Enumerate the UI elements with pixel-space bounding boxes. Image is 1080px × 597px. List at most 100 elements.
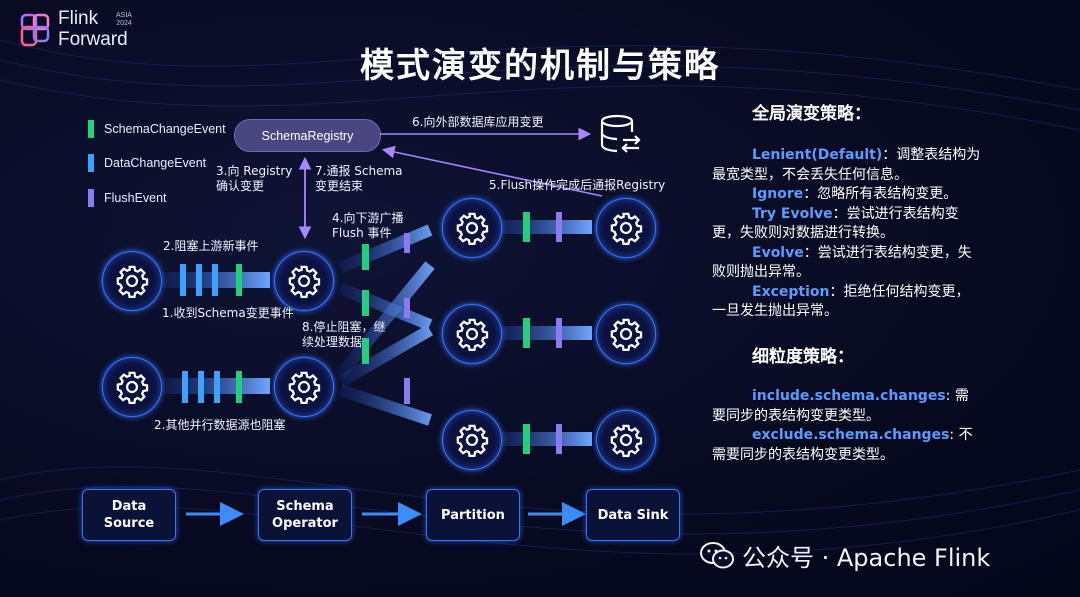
flush-event-bar <box>404 298 410 318</box>
data-event-bar <box>182 371 188 403</box>
sink-node-2 <box>596 304 656 364</box>
strategy-keyword: Lenient(Default) <box>752 147 883 163</box>
strategy-description: ：调整表结构为最宽类型，不会丢失任何信息。 <box>712 147 981 183</box>
strategy-keyword: Ignore <box>752 186 804 202</box>
strategy-description: ：尝试进行表结构变更，失败则对数据进行转换。 <box>712 205 959 242</box>
schema-event-bar <box>236 264 242 296</box>
legend-schema-change-event: SchemaChangeEvent <box>88 120 226 138</box>
gear-icon <box>456 212 489 245</box>
watermark-text: 公众号 · Apache Flink <box>742 544 991 572</box>
strategy-keyword: include.schema.changes <box>752 388 946 404</box>
step-note-2b: 2.其他并行数据源也阻塞 <box>154 418 286 432</box>
sink-node-1 <box>596 198 656 258</box>
flush-event-bar <box>556 318 562 348</box>
logo-line-1: Flink <box>58 8 99 29</box>
schema-event-bar <box>362 338 369 364</box>
schema-event-bar <box>362 244 369 270</box>
strategy-keyword: exclude.schema.changes <box>752 427 950 443</box>
flow-data-source: Data Source <box>82 489 176 541</box>
step-note-3: 3.向 Registry 确认变更 <box>216 164 293 193</box>
source-node-2 <box>102 357 162 417</box>
logo-badge-asia: ASIA <box>116 12 132 19</box>
source-node-1 <box>102 251 162 311</box>
step-note-8: 8.停止阻塞，继 续处理数据 <box>302 320 386 349</box>
gear-icon <box>610 318 643 351</box>
strategy-description: ：尝试进行表结构变更，失败则抛出异常。 <box>712 244 972 281</box>
fine-grained-strategy-title: 细粒度策略： <box>752 347 854 367</box>
legend-swatch-blue <box>88 154 94 172</box>
data-event-bar <box>212 264 218 296</box>
gear-icon <box>116 371 149 404</box>
flush-event-bar <box>556 424 562 454</box>
strategy-keyword: Evolve <box>752 244 804 261</box>
global-strategy-list: Lenient(Default)：调整表结构为最宽类型，不会丢失任何信息。 Ig… <box>712 146 982 322</box>
flink-forward-logo <box>20 13 50 47</box>
strategy-try-evolve: Try Evolve：尝试进行表结构变更，失败则对数据进行转换。 <box>712 205 982 244</box>
legend-swatch-purple <box>88 189 94 207</box>
data-event-bar <box>180 264 186 296</box>
strategy-keyword: Exception <box>752 283 830 300</box>
legend-label: SchemaChangeEvent <box>104 122 226 136</box>
legend-label: DataChangeEvent <box>104 156 207 170</box>
global-strategy-title: 全局演变策略： <box>752 104 871 124</box>
gear-icon <box>288 265 321 298</box>
fine-grained-strategy-list: include.schema.changes: 需要同步的表结构变更类型。 ex… <box>712 387 982 465</box>
flow-partition: Partition <box>426 489 520 541</box>
schema-event-bar <box>523 424 530 454</box>
strategy-include: include.schema.changes: 需要同步的表结构变更类型。 <box>712 387 982 426</box>
data-event-bar <box>198 371 204 403</box>
logo-wordmark: Flink Forward <box>58 8 128 50</box>
step-note-6: 6.向外部数据库应用变更 <box>412 115 544 129</box>
schema-registry-node: SchemaRegistry <box>234 119 381 152</box>
gear-icon <box>456 318 489 351</box>
strategy-exclude: exclude.schema.changes: 不需要同步的表结构变更类型。 <box>712 426 982 465</box>
sink-node-3 <box>596 410 656 470</box>
partition-node-3 <box>442 410 502 470</box>
legend-flush-event: FlushEvent <box>88 189 167 207</box>
strategy-description: ：忽略所有表结构变更。 <box>803 186 958 202</box>
strategy-exception: Exception：拒绝任何结构变更，一旦发生抛出异常。 <box>712 283 982 322</box>
logo-line-2: Forward <box>58 29 128 50</box>
database-icon <box>600 114 641 153</box>
data-event-bar <box>214 371 220 403</box>
partition-node-1 <box>442 198 502 258</box>
step-note-2a: 2.阻塞上游新事件 <box>163 239 259 253</box>
step-note-7: 7.通报 Schema 变更结束 <box>315 164 403 193</box>
wechat-icon <box>700 541 734 568</box>
strategy-lenient: Lenient(Default)：调整表结构为最宽类型，不会丢失任何信息。 <box>712 146 982 185</box>
gear-icon <box>610 424 643 457</box>
flow-data-sink: Data Sink <box>586 489 680 541</box>
schema-event-bar <box>236 371 242 403</box>
data-event-bar <box>196 264 202 296</box>
schema-event-bar <box>523 318 530 348</box>
legend-label: FlushEvent <box>104 191 167 205</box>
flush-event-bar <box>556 212 562 242</box>
strategy-ignore: Ignore：忽略所有表结构变更。 <box>712 185 982 205</box>
strategy-keyword: Try Evolve <box>752 205 833 222</box>
strategy-description: ：拒绝任何结构变更，一旦发生抛出异常。 <box>712 283 970 320</box>
strategy-description: : 需要同步的表结构变更类型。 <box>712 388 969 424</box>
partition-node-2 <box>442 304 502 364</box>
flush-event-bar <box>404 378 410 404</box>
schema-event-bar <box>523 212 530 242</box>
page-title: 模式演变的机制与策略 <box>360 46 720 86</box>
logo-badge: ASIA 2024 <box>116 12 132 28</box>
step-note-1: 1.收到Schema变更事件 <box>162 306 294 320</box>
strategy-description: : 不需要同步的表结构变更类型。 <box>712 427 973 463</box>
gear-icon <box>288 371 321 404</box>
step-note-4: 4.向下游广播 Flush 事件 <box>332 211 404 240</box>
legend-swatch-green <box>88 120 94 138</box>
flush-event-bar <box>404 233 410 253</box>
logo-badge-year: 2024 <box>116 20 132 27</box>
legend-data-change-event: DataChangeEvent <box>88 154 206 172</box>
strategy-evolve: Evolve：尝试进行表结构变更，失败则抛出异常。 <box>712 244 982 283</box>
schema-operator-node-2 <box>274 357 334 417</box>
gear-icon <box>610 212 643 245</box>
flow-schema-operator: Schema Operator <box>258 489 352 541</box>
wechat-watermark: 公众号 · Apache Flink <box>700 538 990 573</box>
gear-icon <box>456 424 489 457</box>
step-note-5: 5.Flush操作完成后通报Registry <box>489 178 666 192</box>
gear-icon <box>116 265 149 298</box>
schema-operator-node-1 <box>274 251 334 311</box>
